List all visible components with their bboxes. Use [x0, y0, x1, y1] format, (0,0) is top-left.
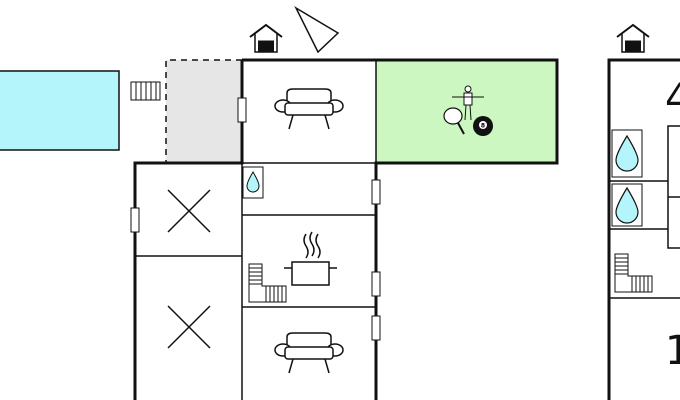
bed-cross-icon — [167, 189, 211, 233]
door-living-right — [371, 315, 381, 341]
door-bedroom-left — [130, 207, 140, 233]
sofa-icon — [274, 88, 344, 130]
door-hall-right — [371, 179, 381, 205]
sofa-icon — [274, 332, 344, 374]
bed-cross-icon — [167, 305, 211, 349]
water-drop-icon — [611, 183, 643, 227]
door-terrace-living — [237, 97, 247, 123]
interior-walls — [135, 60, 377, 400]
water-drop-icon — [242, 166, 264, 199]
right-building-walls — [607, 58, 680, 400]
games-room — [376, 60, 557, 163]
door-kitchen-right — [371, 271, 381, 297]
pool-ball-number: 8 — [481, 123, 485, 130]
stairs-icon — [248, 263, 287, 303]
terrace — [166, 60, 242, 163]
house-entrance-icon — [249, 23, 283, 53]
table-tennis-billiards-icon: 8 — [443, 85, 493, 136]
house-entrance-icon — [616, 23, 650, 53]
north-arrow-icon — [294, 6, 340, 54]
swimming-pool — [0, 70, 120, 151]
floor-number-bottom: 1 — [665, 328, 680, 374]
water-drop-icon — [611, 129, 643, 178]
terrace-dashed-outline — [165, 59, 242, 163]
floor-number-top: 4 — [665, 76, 680, 122]
stairs-icon — [614, 253, 653, 293]
doors — [130, 97, 381, 341]
pool-ladder-icon — [130, 81, 161, 101]
cooking-pot-icon — [284, 231, 337, 286]
